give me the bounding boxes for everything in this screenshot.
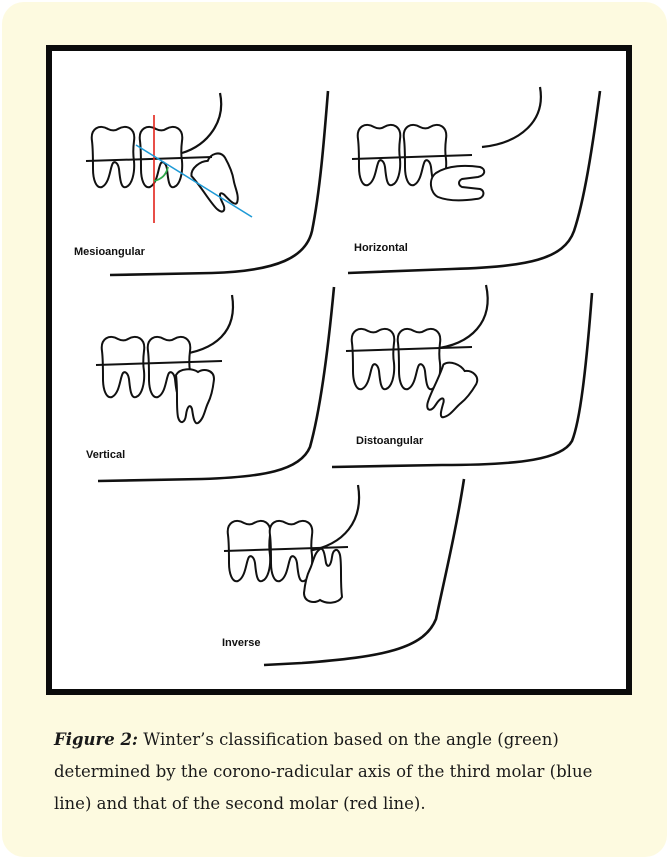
panel-vertical — [96, 287, 334, 481]
winter-classification-diagram — [52, 51, 626, 689]
panel-label-inverse: Inverse — [222, 637, 261, 649]
panel-label-mesioangular: Mesioangular — [74, 246, 145, 258]
panel-label-distoangular: Distoangular — [356, 435, 423, 447]
caption-label: Figure 2: — [54, 730, 138, 749]
figure-image: Mesioangular Horizontal Vertical Distoan… — [46, 45, 632, 695]
panel-label-horizontal: Horizontal — [354, 242, 408, 254]
figure-caption: Figure 2: Winter’s classification based … — [54, 724, 634, 820]
panel-label-vertical: Vertical — [86, 449, 125, 461]
